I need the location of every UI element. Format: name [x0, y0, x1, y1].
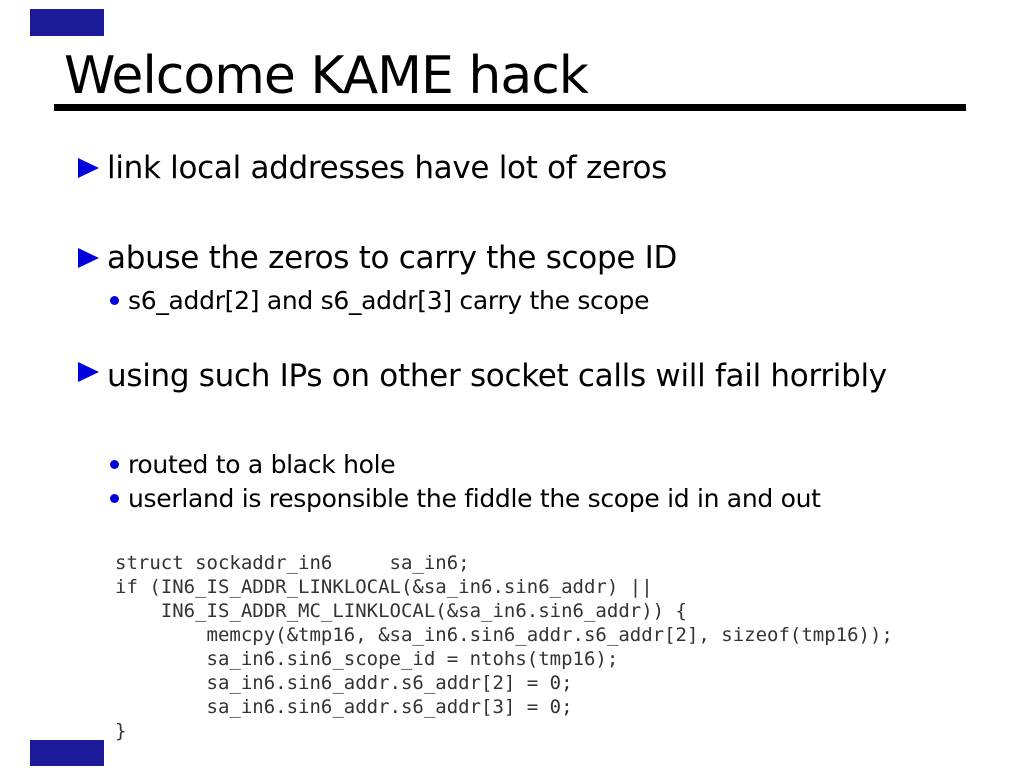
bullet-item-1: link local addresses have lot of zeros — [78, 148, 667, 188]
bullet-text: link local addresses have lot of zeros — [107, 150, 667, 186]
dot-bullet-icon — [110, 494, 119, 503]
code-block: struct sockaddr_in6 sa_in6; if (IN6_IS_A… — [115, 552, 893, 742]
corner-bar-top — [30, 9, 104, 36]
sub-bullet-item: s6_addr[2] and s6_addr[3] carry the scop… — [110, 285, 649, 317]
bullet-item-2: abuse the zeros to carry the scope ID — [78, 238, 677, 278]
triangle-bullet-icon — [78, 158, 99, 178]
corner-bar-bottom — [30, 740, 104, 766]
bullet-text: using such IPs on other socket calls wil… — [107, 358, 887, 394]
triangle-bullet-icon — [78, 248, 99, 268]
dot-bullet-icon — [110, 296, 119, 305]
sub-bullet-text: routed to a black hole — [128, 450, 396, 479]
title-underline — [54, 104, 966, 111]
triangle-bullet-icon — [78, 362, 99, 382]
sub-bullet-item: userland is responsible the fiddle the s… — [110, 483, 821, 515]
bullet-item-3: using such IPs on other socket calls wil… — [78, 352, 887, 400]
bullet-text: abuse the zeros to carry the scope ID — [107, 240, 678, 276]
dot-bullet-icon — [110, 460, 119, 469]
sub-bullet-text: userland is responsible the fiddle the s… — [128, 484, 821, 513]
sub-bullet-text: s6_addr[2] and s6_addr[3] carry the scop… — [128, 286, 650, 315]
page-title: Welcome KAME hack — [64, 46, 589, 106]
sub-bullet-item: routed to a black hole — [110, 449, 396, 481]
